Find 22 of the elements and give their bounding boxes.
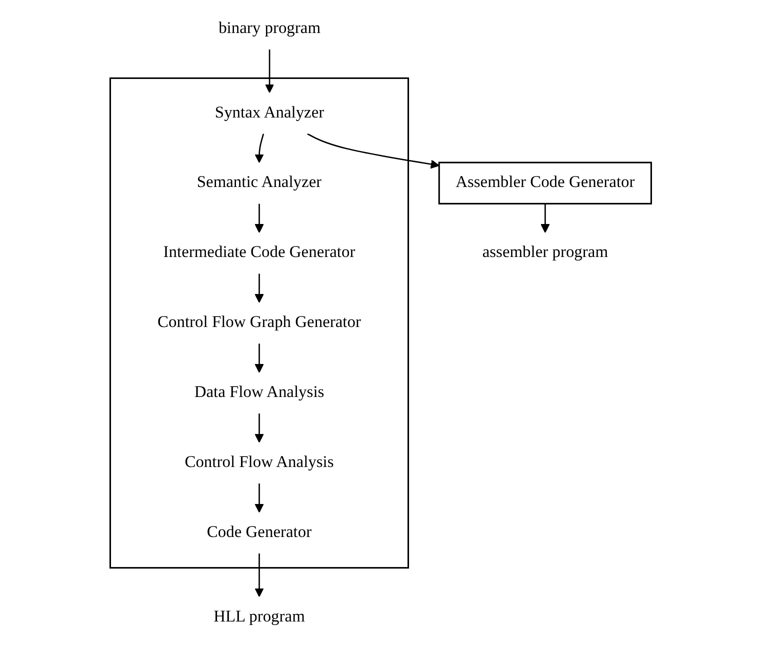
arrow (540, 204, 550, 233)
arrow (255, 204, 264, 233)
node-text: Intermediate Code Generator (164, 244, 356, 262)
arrow (255, 483, 264, 513)
arrow (255, 553, 264, 598)
arrow (255, 274, 264, 303)
arrow (255, 134, 264, 163)
node-text: assembler program (482, 244, 608, 262)
arrow (265, 49, 274, 93)
arrow (307, 133, 440, 169)
node-text: HLL program (214, 608, 306, 626)
node-text: Data Flow Analysis (194, 384, 324, 402)
arrow (255, 344, 264, 373)
node-text: Semantic Analyzer (197, 174, 322, 192)
node-box: Assembler Code Generator (438, 162, 652, 204)
node-text: Control Flow Graph Generator (158, 314, 362, 332)
node-text: Control Flow Analysis (185, 454, 334, 472)
node-text: Syntax Analyzer (215, 104, 324, 122)
cluster (110, 77, 410, 569)
arrow (255, 414, 264, 443)
node-text: binary program (218, 20, 321, 38)
node-text: Code Generator (207, 524, 312, 542)
